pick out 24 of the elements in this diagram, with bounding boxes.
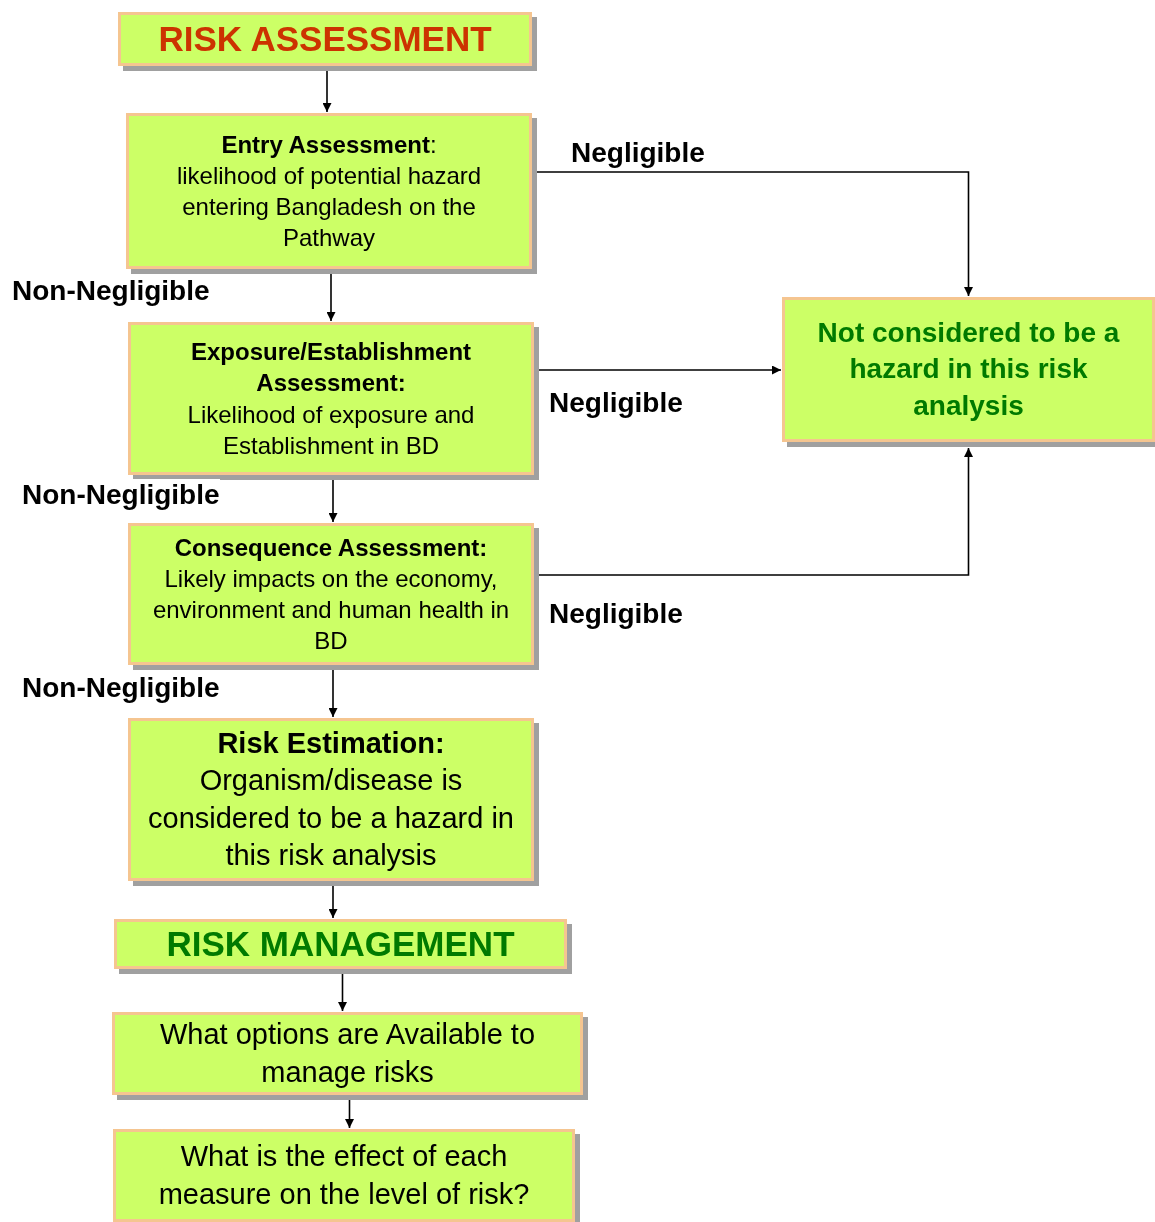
arrow	[345, 1097, 354, 1129]
box-text: RISK MANAGEMENT	[166, 924, 515, 964]
arrow	[534, 171, 973, 297]
box-heading: Exposure/Establishment Assessment:	[189, 337, 473, 399]
arrow	[536, 447, 973, 576]
arrow	[338, 971, 347, 1012]
box-text: RISK ASSESSMENT	[158, 19, 492, 59]
arrow	[328, 667, 338, 718]
arrow	[536, 365, 782, 375]
box-text: Not considered to be a hazard in this risk analysis	[816, 315, 1121, 423]
arrow	[322, 68, 332, 113]
box-text: What options are Available to manage risks	[158, 1017, 537, 1090]
box-text: Organism/disease is considered to be a hazard in this risk analysis	[147, 763, 515, 873]
arrow	[328, 883, 338, 919]
box-text: Likely impacts on the economy, environment and human health in BD	[151, 563, 511, 657]
box-text: likelihood of potential hazard entering Bangladesh on the Pathway	[175, 160, 483, 254]
box-text: Likelihood of exposure and Establishment in BD	[186, 399, 476, 461]
arrow	[328, 477, 338, 523]
box-heading: Entry Assessment:	[221, 129, 437, 160]
box-heading: Risk Estimation:	[217, 726, 445, 762]
box-heading: Consequence Assessment:	[174, 532, 488, 563]
box-text: What is the effect of each measure on the level of risk?	[157, 1139, 531, 1212]
edge-label: Non-Negligible	[22, 479, 220, 512]
arrow	[326, 271, 336, 322]
